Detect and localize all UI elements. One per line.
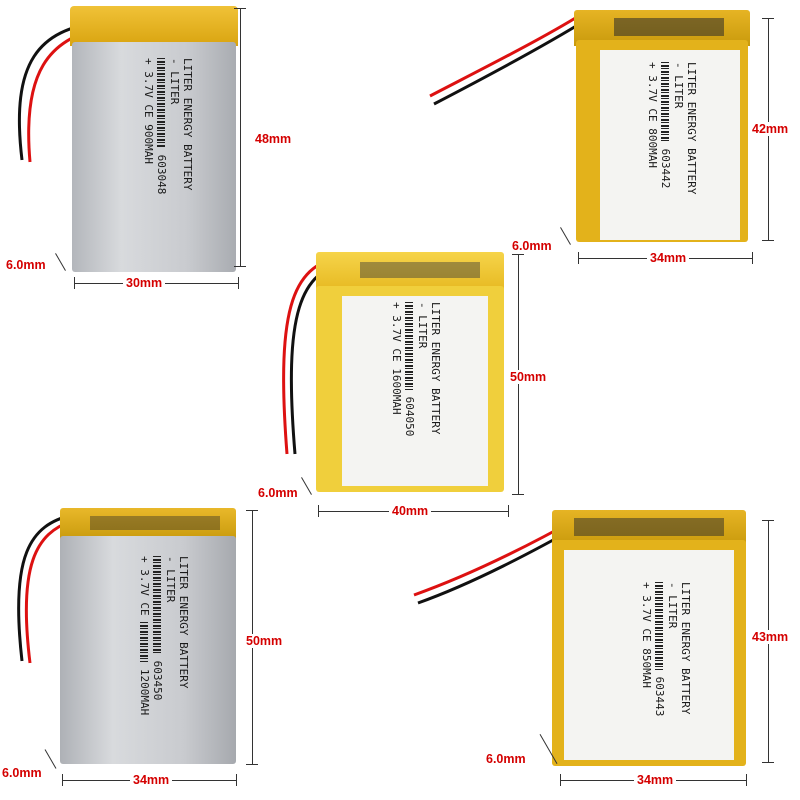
battery-4-tab	[60, 508, 236, 540]
battery-5-width-label: 34mm	[634, 773, 677, 787]
battery-1-capacity: 900MAH	[142, 124, 155, 164]
battery-2-model: 603442	[659, 148, 672, 189]
battery-3-voltage: + 3.7V CE	[390, 302, 403, 362]
battery-2-brand: LITER ENERGY BATTERY	[685, 62, 698, 195]
battery-4-body	[60, 536, 236, 764]
battery-3-thickness-label: 6.0mm	[258, 486, 298, 500]
battery-2: LITER ENERGY BATTERY - LITER 603442 + 3.…	[574, 10, 750, 242]
battery-2-height-label: 42mm	[752, 122, 789, 136]
battery-4-voltage: + 3.7V CE	[138, 556, 151, 616]
battery-5-sub: - LITER	[666, 582, 679, 629]
battery-1-model: 603048	[155, 154, 168, 195]
battery-5-height-label: 43mm	[752, 630, 789, 644]
battery-3-sub: - LITER	[416, 302, 429, 349]
battery-3-capacity: 1600MAH	[390, 368, 403, 415]
battery-4-height-label: 50mm	[246, 634, 283, 648]
battery-2-label: LITER ENERGY BATTERY - LITER 603442 + 3.…	[646, 62, 698, 194]
battery-4-model: 603450	[151, 660, 164, 701]
battery-3-height-label: 50mm	[510, 370, 547, 384]
battery-3-label: LITER ENERGY BATTERY - LITER 604050 + 3.…	[390, 302, 442, 436]
battery-4-label: LITER ENERGY BATTERY - LITER 603450 + 3.…	[138, 556, 190, 715]
battery-3-width-label: 40mm	[389, 504, 432, 518]
battery-2-wires	[429, 12, 587, 106]
battery-2-voltage: + 3.7V CE	[646, 62, 659, 122]
battery-2-sub: - LITER	[672, 62, 685, 109]
battery-5-label-bg	[564, 550, 734, 760]
battery-3-tab	[316, 252, 504, 292]
battery-1-brand: LITER ENERGY BATTERY	[181, 58, 194, 191]
battery-1-tab	[70, 6, 238, 46]
battery-2-thickness-label: 6.0mm	[512, 239, 552, 253]
battery-1-height-label: 48mm	[255, 132, 292, 146]
battery-5-label: LITER ENERGY BATTERY - LITER 603443 + 3.…	[640, 582, 692, 716]
battery-4-width-label: 34mm	[130, 773, 173, 787]
battery-2-label-bg	[600, 50, 740, 240]
battery-3-label-bg	[342, 296, 488, 486]
battery-1-label: LITER ENERGY BATTERY - LITER 603048 + 3.…	[142, 58, 194, 194]
battery-1-thickness-label: 6.0mm	[6, 258, 46, 272]
battery-4-capacity: 1200MAH	[138, 668, 151, 716]
battery-1-body	[72, 42, 236, 272]
battery-1-width-label: 30mm	[123, 276, 166, 290]
battery-4: LITER ENERGY BATTERY - LITER 603450 + 3.…	[60, 508, 236, 764]
battery-5-capacity: 850MAH	[640, 648, 653, 688]
battery-3: LITER ENERGY BATTERY - LITER 604050 + 3.…	[316, 252, 504, 492]
battery-5-thickness-label: 6.0mm	[486, 752, 526, 766]
battery-5-voltage: + 3.7V CE	[640, 582, 653, 642]
battery-2-capacity: 800MAH	[646, 128, 659, 168]
battery-1-sub: - LITER	[168, 58, 181, 105]
battery-5: LITER ENERGY BATTERY - LITER 603443 + 3.…	[552, 510, 746, 766]
battery-3-brand: LITER ENERGY BATTERY	[429, 302, 442, 435]
battery-4-brand: LITER ENERGY BATTERY	[177, 556, 190, 689]
battery-5-model: 603443	[653, 676, 666, 717]
battery-4-wires	[17, 513, 73, 664]
battery-1-voltage: + 3.7V CE	[142, 58, 155, 118]
battery-4-thickness-label: 6.0mm	[2, 766, 42, 780]
battery-3-model: 604050	[403, 396, 416, 437]
battery-4-sub: - LITER	[164, 556, 177, 603]
battery-5-brand: LITER ENERGY BATTERY	[679, 582, 692, 715]
battery-1: LITER ENERGY BATTERY - LITER 603048 + 3.…	[70, 6, 238, 272]
battery-2-width-label: 34mm	[647, 251, 690, 265]
